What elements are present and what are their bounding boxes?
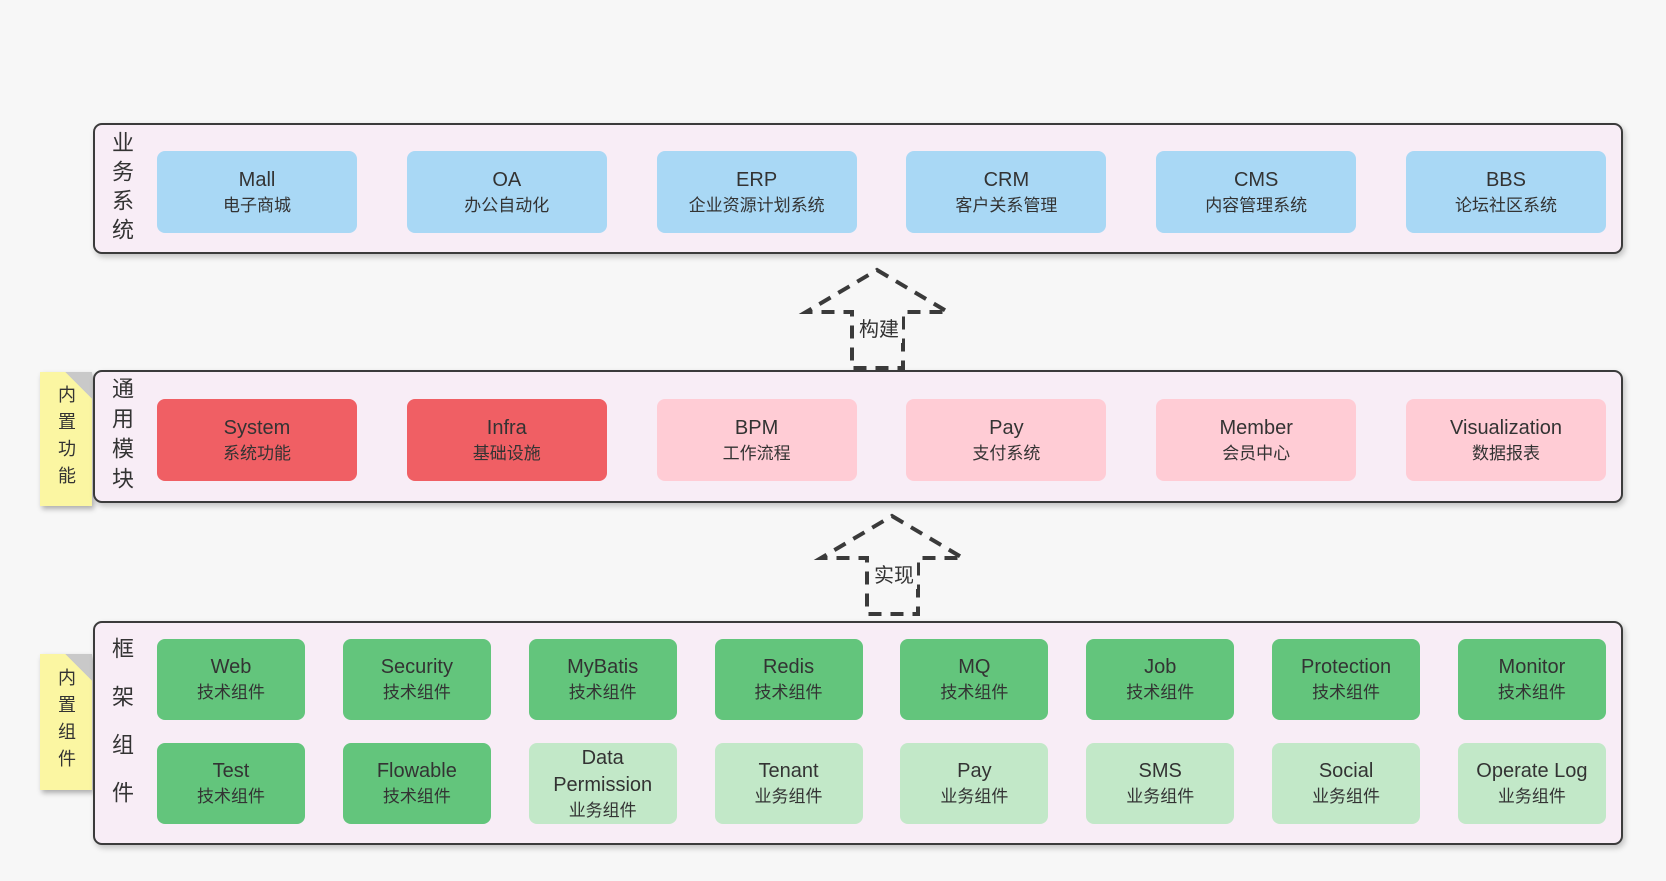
box-mall: Mall 电子商城 — [157, 151, 357, 233]
band-framework-row-2: Test 技术组件 Flowable 技术组件 Data Permission … — [157, 743, 1606, 824]
box-test: Test 技术组件 — [157, 743, 305, 824]
box-security: Security 技术组件 — [342, 639, 491, 720]
box-pay-module: Pay 支付系统 — [906, 399, 1107, 481]
box-crm: CRM 客户关系管理 — [906, 151, 1107, 233]
band-business-systems: 业务系统 Mall 电子商城 OA 办公自动化 ERP 企业资源计划系统 CRM… — [93, 123, 1623, 254]
box-cms: CMS 内容管理系统 — [1156, 151, 1357, 233]
box-redis: Redis 技术组件 — [714, 639, 863, 720]
box-tenant: Tenant 业务组件 — [714, 743, 863, 824]
box-system: System 系统功能 — [157, 399, 357, 481]
box-infra: Infra 基础设施 — [406, 399, 607, 481]
box-pay-component: Pay 业务组件 — [900, 743, 1049, 824]
box-flowable: Flowable 技术组件 — [342, 743, 491, 824]
box-bbs: BBS 论坛社区系统 — [1405, 151, 1606, 233]
band-common-modules: 通用模块 System 系统功能 Infra 基础设施 BPM 工作流程 Pay… — [93, 370, 1623, 503]
box-sms: SMS 业务组件 — [1086, 743, 1235, 824]
band-label-framework-components: 框架组件 — [109, 637, 134, 829]
box-data-permission: Data Permission 业务组件 — [528, 743, 677, 824]
band-framework-components: 框架组件 Web 技术组件 Security 技术组件 MyBatis 技术组件… — [93, 621, 1623, 845]
box-mq: MQ 技术组件 — [900, 639, 1049, 720]
box-protection: Protection 技术组件 — [1272, 639, 1421, 720]
box-social: Social 业务组件 — [1272, 743, 1421, 824]
box-visualization: Visualization 数据报表 — [1405, 399, 1606, 481]
band-business-row: Mall 电子商城 OA 办公自动化 ERP 企业资源计划系统 CRM 客户关系… — [157, 151, 1606, 233]
band-label-common-modules: 通用模块 — [109, 376, 134, 497]
box-monitor: Monitor 技术组件 — [1457, 639, 1606, 720]
band-label-business-systems: 业务系统 — [109, 130, 134, 247]
box-erp: ERP 企业资源计划系统 — [656, 151, 857, 233]
arrow-build-label: 构建 — [856, 312, 902, 343]
box-operate-log: Operate Log 业务组件 — [1457, 743, 1606, 824]
box-oa: OA 办公自动化 — [406, 151, 607, 233]
arrow-implement-icon — [810, 508, 975, 618]
arrow-implement-label: 实现 — [871, 558, 917, 589]
note-built-in-functions: 内置功能 — [40, 372, 92, 506]
box-web: Web 技术组件 — [157, 639, 305, 720]
box-mybatis: MyBatis 技术组件 — [528, 639, 677, 720]
box-member: Member 会员中心 — [1156, 399, 1357, 481]
arrow-build-icon — [795, 262, 960, 372]
box-job: Job 技术组件 — [1086, 639, 1235, 720]
note-built-in-components: 内置组件 — [40, 654, 92, 790]
box-bpm: BPM 工作流程 — [656, 399, 857, 481]
band-modules-row: System 系统功能 Infra 基础设施 BPM 工作流程 Pay 支付系统… — [157, 399, 1606, 481]
band-framework-row-1: Web 技术组件 Security 技术组件 MyBatis 技术组件 Redi… — [157, 639, 1606, 720]
